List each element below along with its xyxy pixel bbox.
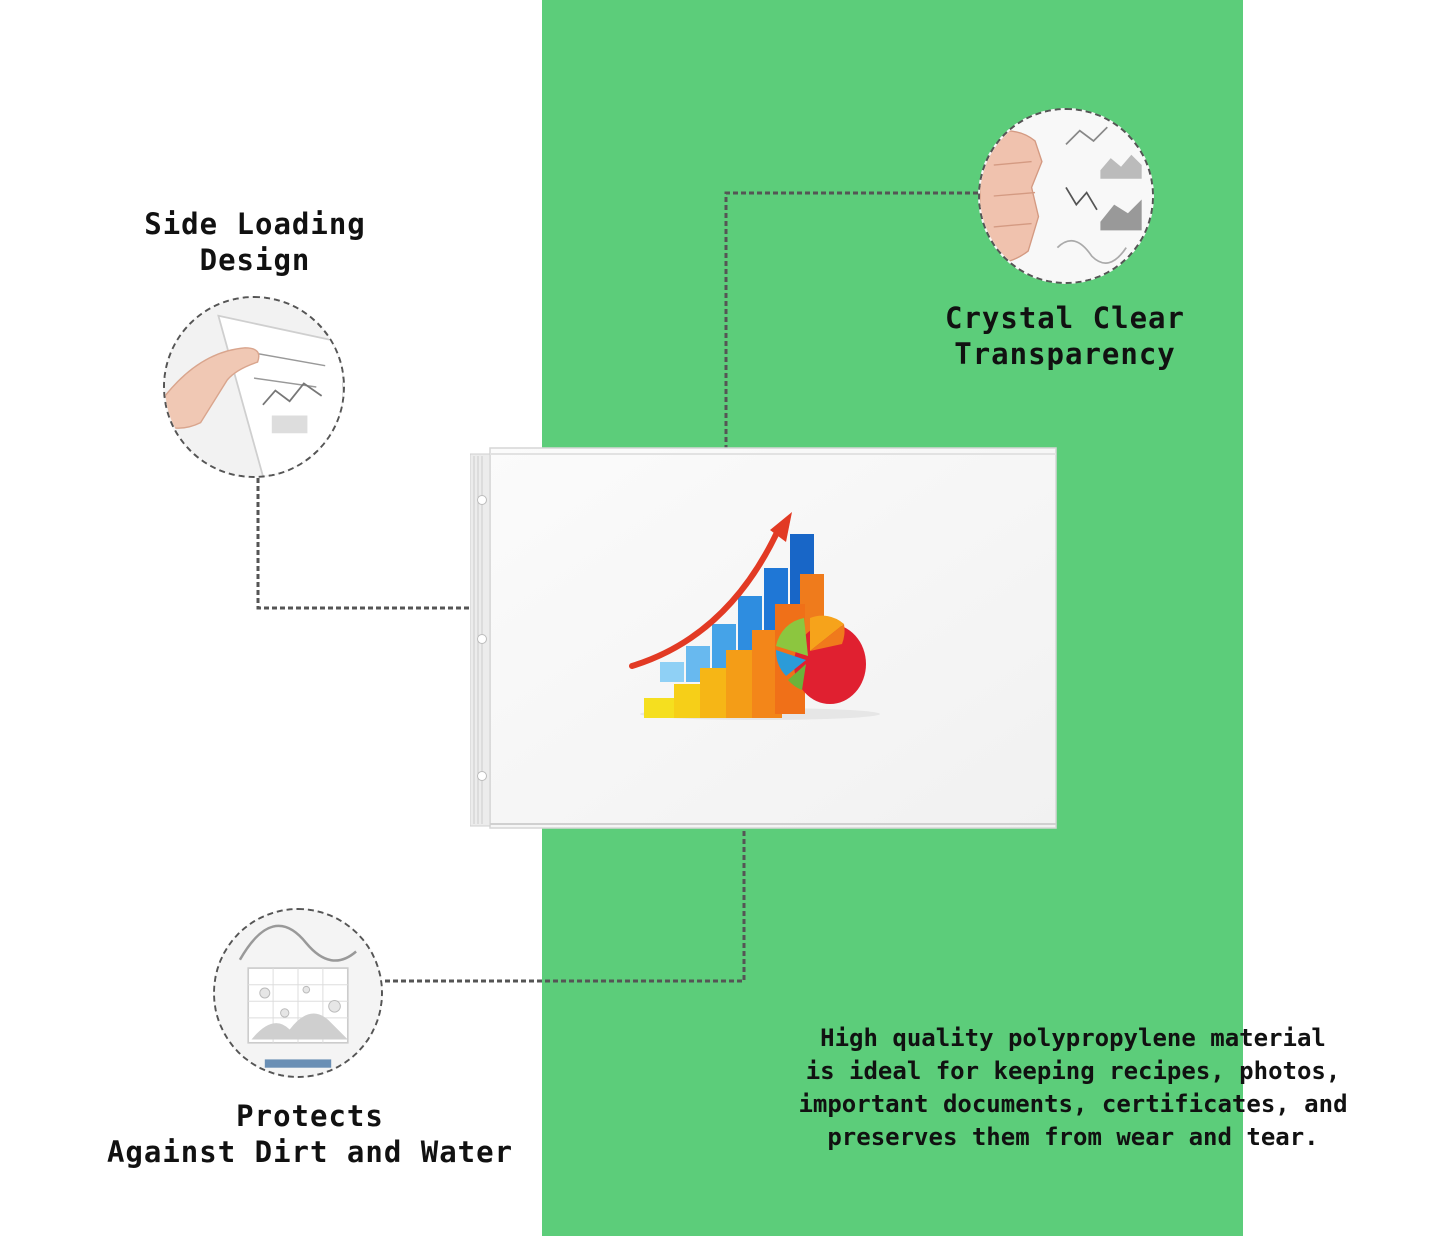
protects-line2: Against Dirt and Water (106, 1135, 514, 1170)
side-loading-label: Side Loading Design (110, 206, 400, 279)
description-line4: preserves them from wear and tear. (827, 1123, 1319, 1152)
sheet-protector-icon (470, 446, 1058, 832)
side-loading-line2: Design (199, 243, 311, 278)
description-line3: important documents, certificates, and (798, 1090, 1348, 1119)
hand-inserting-sheet-icon (163, 296, 345, 478)
water-droplets-sheet-icon (213, 908, 383, 1078)
description-line1: High quality polypropylene material (820, 1024, 1326, 1052)
description-line2: is ideal for keeping recipes, photos, (805, 1057, 1341, 1086)
hand-behind-transparent-sheet-icon (978, 108, 1154, 284)
connector-side-loading (256, 478, 470, 610)
crystal-clear-line1: Crystal Clear (945, 301, 1185, 335)
crystal-clear-line2: Transparency (954, 337, 1176, 372)
side-loading-line1: Side Loading (144, 207, 366, 241)
product-description: High quality polypropylene material is i… (748, 1022, 1398, 1154)
bar-chart-pie-graphic (629, 512, 880, 720)
protects-line1: Protects (236, 1099, 384, 1133)
crystal-clear-label: Crystal Clear Transparency (930, 300, 1200, 373)
protects-label: Protects Against Dirt and Water (90, 1098, 530, 1171)
